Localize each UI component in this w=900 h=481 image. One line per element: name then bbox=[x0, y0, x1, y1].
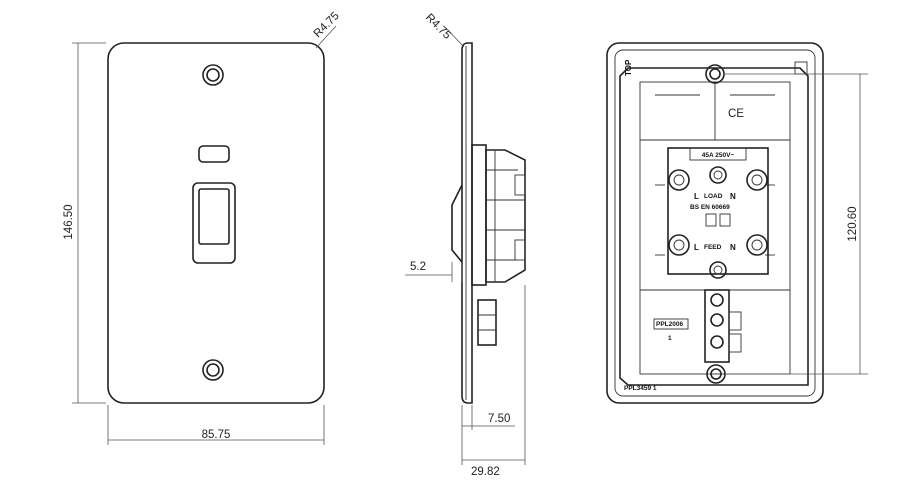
fixing-centres-dimension: 120.60 bbox=[847, 206, 859, 241]
width-dimension: 85.75 bbox=[202, 429, 231, 441]
overall-depth-dimension: 29.82 bbox=[471, 466, 500, 478]
front-view: 146.50 85.75 R4.75 bbox=[63, 10, 342, 445]
label-top: TOP bbox=[624, 59, 633, 76]
rear-plate-outline bbox=[606, 42, 824, 404]
side-rocker bbox=[451, 184, 463, 263]
bottom-screw-inner bbox=[206, 363, 220, 377]
load-n-terminal bbox=[746, 169, 768, 191]
front-radius-dimension: R4.75 bbox=[312, 10, 342, 40]
part-label-one: 1 bbox=[668, 335, 672, 342]
part-label-ppl: PPL3459 1 bbox=[624, 385, 657, 392]
load-label: LOAD bbox=[704, 193, 723, 200]
rear-view: TOP CE 45A 250V~ L LOAD N BS EN 60669 L … bbox=[606, 42, 868, 404]
side-body-front bbox=[471, 144, 487, 286]
rear-frame bbox=[619, 67, 809, 386]
bottom-screw-outer bbox=[202, 359, 224, 381]
side-body-rear bbox=[485, 149, 526, 283]
load-l-label: L bbox=[694, 192, 699, 201]
side-faceplate bbox=[461, 42, 473, 404]
switch-projection-dimension: 5.2 bbox=[410, 261, 426, 273]
standard-label: BS EN 60669 bbox=[690, 204, 730, 211]
rear-top-fixing-inner bbox=[709, 68, 721, 80]
side-radius-dimension: R4.75 bbox=[423, 12, 453, 42]
rear-bottom-fixing-inner bbox=[710, 368, 722, 380]
feed-n-label: N bbox=[730, 243, 736, 252]
part-label-ppl2006: PPL2006 bbox=[656, 321, 683, 328]
side-terminal bbox=[477, 299, 497, 346]
load-l-terminal bbox=[668, 169, 690, 191]
neon-indicator bbox=[198, 145, 230, 163]
top-screw-inner bbox=[206, 68, 220, 82]
feed-n-terminal bbox=[746, 234, 768, 256]
rocker-switch-inner bbox=[198, 188, 230, 245]
ce-mark: CE bbox=[728, 108, 744, 120]
front-plate-outline bbox=[107, 42, 325, 404]
top-screw-outer bbox=[202, 64, 224, 86]
rating-label: 45A 250V~ bbox=[702, 152, 735, 159]
plate-depth-dimension: 7.50 bbox=[488, 413, 510, 425]
feed-l-terminal bbox=[668, 234, 690, 256]
rear-top-fixing-outer bbox=[705, 64, 725, 84]
load-n-label: N bbox=[730, 192, 736, 201]
height-dimension: 146.50 bbox=[63, 204, 75, 239]
rocker-switch-outer bbox=[192, 182, 236, 264]
feed-l-label: L bbox=[694, 243, 699, 252]
side-view: R4.75 5.2 7.50 29.82 bbox=[405, 12, 526, 478]
feed-label: FEED bbox=[704, 244, 722, 251]
